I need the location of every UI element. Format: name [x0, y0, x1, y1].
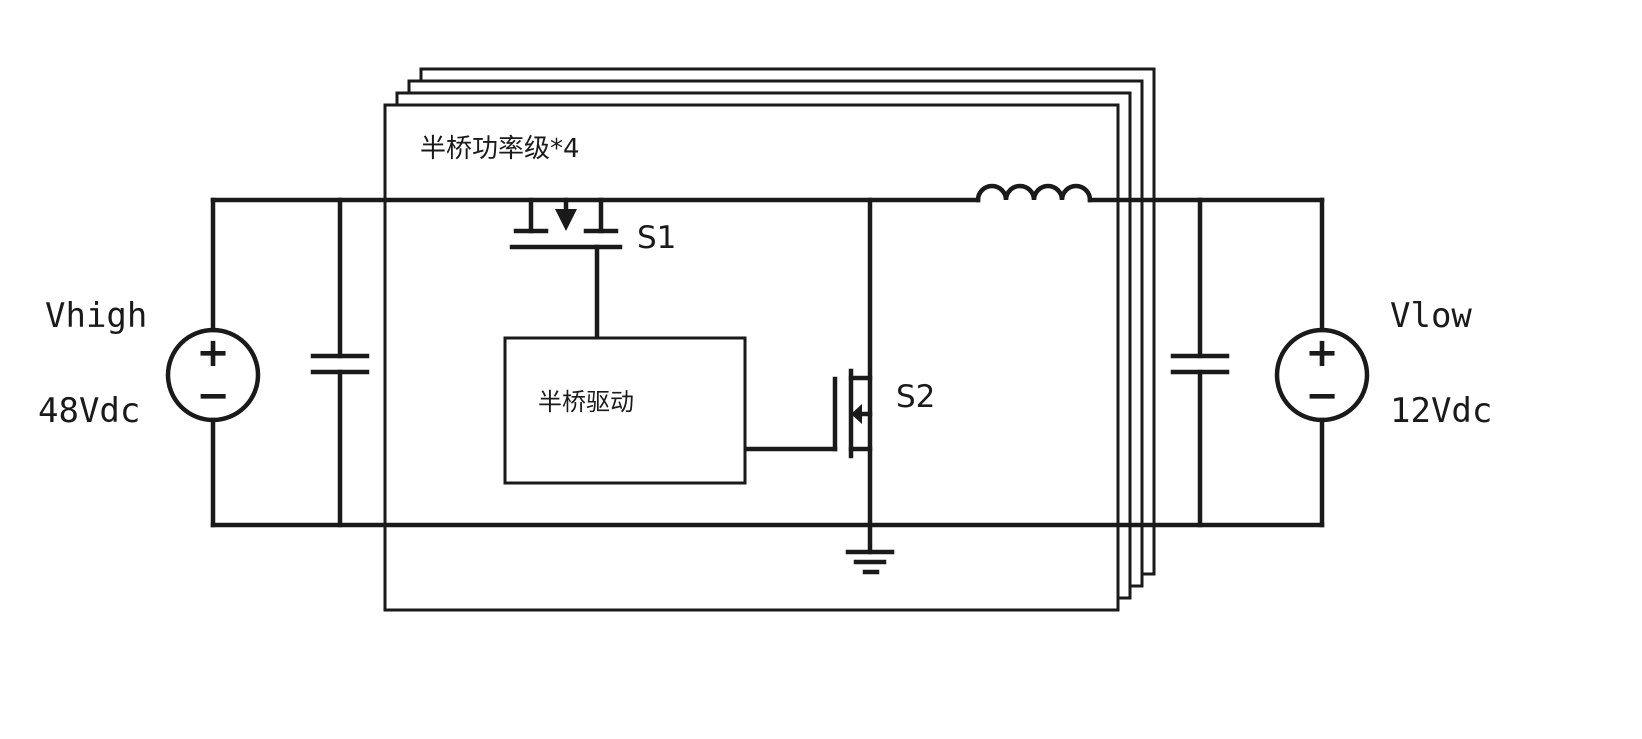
s1-arrow-icon — [555, 209, 577, 231]
output-capacitor — [1170, 197, 1230, 528]
input-capacitor — [310, 197, 370, 528]
stage-sheet-front — [383, 103, 1120, 612]
driver-box-label: 半桥驱动 — [538, 388, 634, 416]
ground-symbol — [845, 549, 895, 575]
vhigh-value-label: 48Vdc — [38, 391, 140, 431]
vhigh-minus-sign: − — [196, 373, 230, 419]
s1-label: S1 — [637, 220, 676, 256]
vhigh-plus-sign: + — [196, 330, 230, 376]
driver-box — [503, 336, 747, 485]
vlow-value-label: 12Vdc — [1390, 391, 1492, 431]
vlow-name-label: Vlow — [1390, 296, 1472, 336]
vlow-source: + − — [1274, 197, 1370, 528]
s2-label: S2 — [896, 379, 935, 415]
mosfet-s2-symbol — [742, 368, 873, 459]
power-stage-label: 半桥功率级*4 — [420, 134, 580, 164]
inductor-symbol — [975, 183, 1093, 203]
vhigh-source: + − — [165, 197, 261, 528]
s2-arrow-icon — [851, 404, 862, 424]
vlow-circle — [1274, 327, 1370, 423]
vlow-minus-sign: − — [1305, 373, 1339, 419]
mosfet-s1-symbol — [509, 197, 623, 341]
vhigh-circle — [165, 327, 261, 423]
vlow-plus-sign: + — [1305, 330, 1339, 376]
vhigh-name-label: Vhigh — [45, 296, 147, 336]
